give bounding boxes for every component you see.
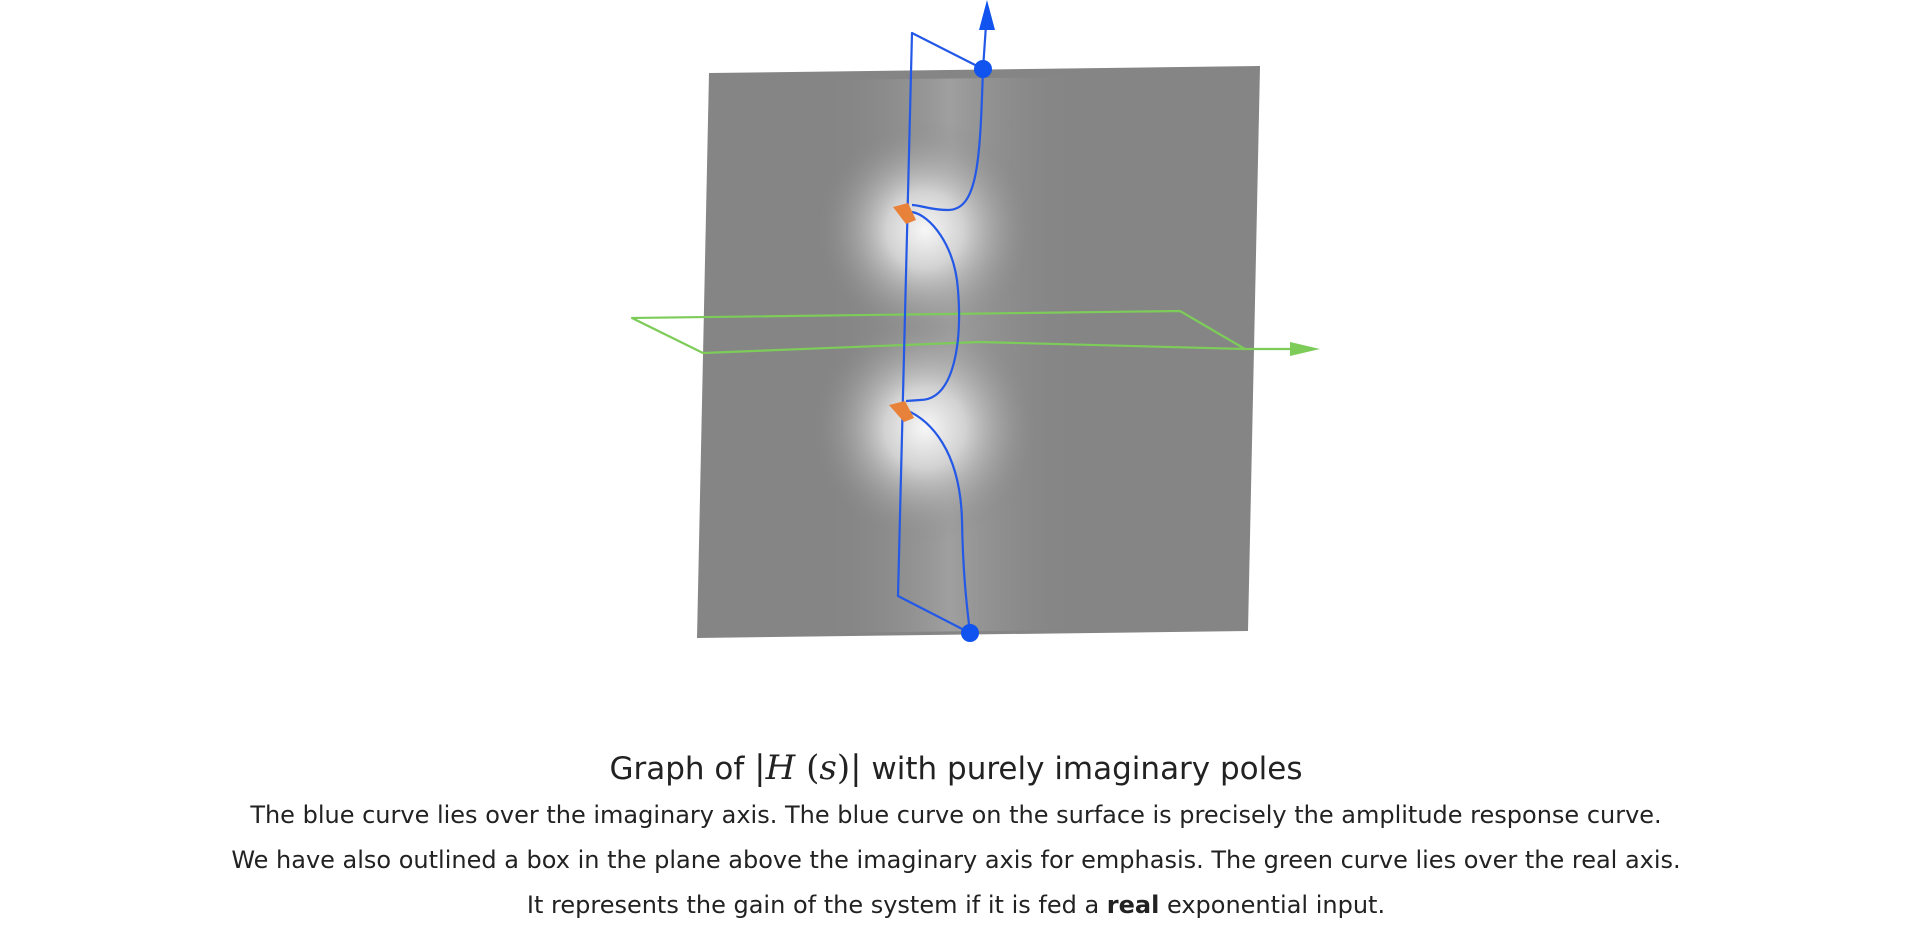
caption-title-suffix: with purely imaginary poles (871, 751, 1303, 787)
caption-title: Graph of |H (s)| with purely imaginary p… (0, 744, 1912, 793)
math-variable: s (819, 748, 837, 788)
imaginary-axis-box-outline (896, 31, 984, 634)
transfer-function-magnitude: |H (s)| (754, 748, 862, 788)
imaginary-axis-top-point (974, 60, 992, 78)
amplitude-response-curve (905, 68, 985, 634)
caption-line-3-prefix: It represents the gain of the system if … (526, 891, 1100, 919)
pole-markers (889, 203, 916, 422)
math-function: H (765, 748, 796, 788)
imaginary-axis-arrow-icon (979, 0, 995, 30)
imaginary-axis-bottom-point (961, 624, 979, 642)
real-axis-curve (630, 309, 1292, 355)
caption-line-3: It represents the gain of the system if … (0, 883, 1912, 928)
caption-line-2: We have also outlined a box in the plane… (231, 846, 1681, 874)
surface-plot (630, 0, 1320, 642)
caption-title-prefix: Graph of (609, 751, 745, 787)
caption-line-3-bold: real (1106, 891, 1160, 919)
pole-marker-icon (893, 203, 916, 224)
real-axis-arrow-icon (1290, 342, 1320, 356)
figure-caption: Graph of |H (s)| with purely imaginary p… (0, 744, 1912, 928)
pole-highlight-lower (795, 268, 1055, 588)
caption-line-1: The blue curve lies over the imaginary a… (250, 801, 1662, 829)
pole-marker-icon (889, 401, 914, 422)
real-axis-box-outline (630, 309, 1247, 355)
caption-line-3-suffix: exponential input. (1166, 891, 1386, 919)
